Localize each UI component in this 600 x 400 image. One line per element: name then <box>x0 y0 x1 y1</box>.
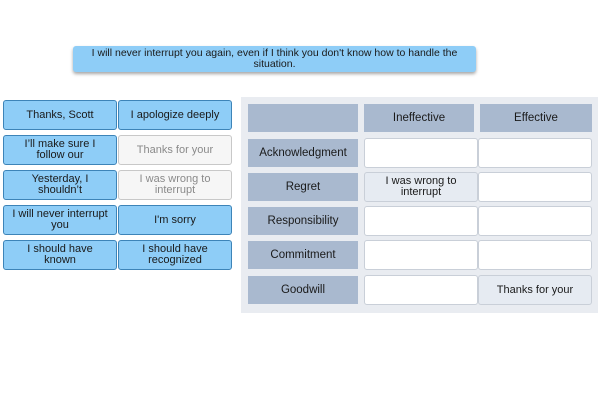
dropzone-acknowledgment-ineffective[interactable] <box>364 138 478 168</box>
dropzone-commitment-ineffective[interactable] <box>364 240 478 270</box>
dropzone-goodwill-ineffective[interactable] <box>364 275 478 305</box>
chip-should-have-recognized[interactable]: I should have recognized <box>118 240 232 270</box>
header-corner <box>248 104 358 132</box>
row-label-text: Regret <box>285 181 321 193</box>
row-label-text: Goodwill <box>280 284 326 296</box>
chip-label: I should have known <box>27 243 93 266</box>
prompt-card: I will never interrupt you again, even i… <box>73 46 476 72</box>
row-label-goodwill: Goodwill <box>248 276 358 304</box>
chip-label: Thanks, Scott <box>26 108 94 121</box>
dropzone-regret-ineffective[interactable]: I was wrong to interrupt <box>364 172 478 202</box>
header-effective-label: Effective <box>514 112 558 124</box>
chip-label: Yesterday, I shouldn’t <box>31 173 89 196</box>
chip-label: I’ll make sure I follow our <box>24 138 96 161</box>
header-ineffective: Ineffective <box>364 104 474 132</box>
placed-chip-label: I was wrong to interrupt <box>385 175 457 198</box>
dropzone-acknowledgment-effective[interactable] <box>478 138 592 168</box>
dropzone-goodwill-effective[interactable]: Thanks for your <box>478 275 592 305</box>
chip-label: I will never interrupt you <box>12 208 108 231</box>
header-effective: Effective <box>480 104 592 132</box>
row-label-commitment: Commitment <box>248 241 358 269</box>
row-label-acknowledgment: Acknowledgment <box>248 139 358 167</box>
chip-never-interrupt[interactable]: I will never interrupt you <box>3 205 117 235</box>
chip-apologize-deeply[interactable]: I apologize deeply <box>118 100 232 130</box>
prompt-text: I will never interrupt you again, even i… <box>91 47 458 70</box>
chip-should-have-known[interactable]: I should have known <box>3 240 117 270</box>
dropzone-regret-effective[interactable] <box>478 172 592 202</box>
header-ineffective-label: Ineffective <box>392 112 446 124</box>
row-label-text: Responsibility <box>267 215 339 227</box>
chip-thanks-for-your-used: Thanks for your <box>118 135 232 165</box>
chip-label: Thanks for your <box>136 143 214 156</box>
chip-label: I'm sorry <box>154 213 196 226</box>
dropzone-responsibility-ineffective[interactable] <box>364 206 478 236</box>
chip-thanks-scott[interactable]: Thanks, Scott <box>3 100 117 130</box>
chip-make-sure-follow[interactable]: I’ll make sure I follow our <box>3 135 117 165</box>
chip-wrong-to-interrupt-used: I was wrong to interrupt <box>118 170 232 200</box>
row-label-regret: Regret <box>248 173 358 201</box>
placed-chip-label: Thanks for your <box>496 283 574 296</box>
dropzone-commitment-effective[interactable] <box>478 240 592 270</box>
row-label-text: Acknowledgment <box>259 147 347 159</box>
chip-label: I was wrong to interrupt <box>139 173 211 196</box>
chip-label: I should have recognized <box>142 243 208 266</box>
row-label-responsibility: Responsibility <box>248 207 358 235</box>
chip-label: I apologize deeply <box>130 108 220 121</box>
chip-yesterday-shouldnt[interactable]: Yesterday, I shouldn’t <box>3 170 117 200</box>
row-label-text: Commitment <box>270 249 336 261</box>
chip-im-sorry[interactable]: I'm sorry <box>118 205 232 235</box>
dropzone-responsibility-effective[interactable] <box>478 206 592 236</box>
